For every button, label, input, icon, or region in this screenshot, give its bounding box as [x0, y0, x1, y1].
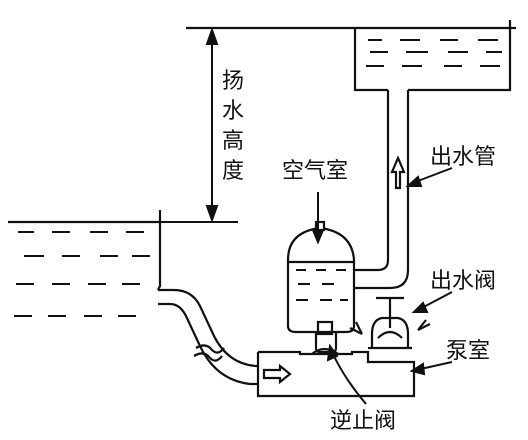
air-chamber-water-waves — [296, 269, 348, 301]
lift-height-char: 度 — [222, 159, 244, 184]
upper-tank-bottom-right-wall — [408, 20, 512, 92]
outlet-valve — [349, 296, 431, 350]
lift-height-dimension — [160, 27, 238, 223]
valve-left-arrow-icon — [349, 321, 363, 335]
outlet-pipe — [354, 90, 410, 290]
leader-arrow-icon — [326, 343, 339, 362]
lift-height-label: 扬 水 高 度 — [222, 69, 244, 184]
leader-arrow-icon — [405, 175, 423, 187]
valve-right-arrow-icon — [417, 319, 431, 331]
lower-reservoir — [8, 210, 162, 317]
flow-direction-arrow-icon — [262, 363, 292, 385]
lift-height-char: 高 — [222, 129, 244, 154]
upper-reservoir — [186, 20, 516, 92]
leader-arrow-icon — [409, 362, 426, 376]
dimension-arrow-up-icon — [205, 27, 219, 45]
pipe-break-mark-icon — [195, 344, 225, 354]
check-valve-label: 逆止阀 — [330, 409, 396, 434]
drive-pipe — [158, 288, 258, 386]
outlet-flow-arrow-icon — [390, 155, 406, 190]
air-chamber-label: 空气室 — [282, 159, 348, 184]
air-chamber — [286, 220, 356, 355]
pump-chamber-label: 泵室 — [446, 339, 490, 364]
outlet-pipe-label: 出水管 — [430, 145, 496, 170]
lift-height-char: 扬 — [222, 69, 244, 94]
lower-water-waves — [14, 231, 150, 317]
leader-arrow-icon — [311, 229, 325, 245]
check-valve-stem — [316, 320, 334, 336]
upper-tank-left-wall — [353, 28, 388, 92]
outlet-valve-label: 出水阀 — [430, 269, 496, 294]
pump-chamber — [256, 350, 416, 398]
leader-arrow-icon — [411, 301, 429, 313]
lift-height-char: 水 — [222, 99, 244, 124]
leader-lines — [311, 167, 453, 405]
dimension-arrow-down-icon — [205, 205, 219, 223]
upper-water-waves — [366, 39, 502, 67]
